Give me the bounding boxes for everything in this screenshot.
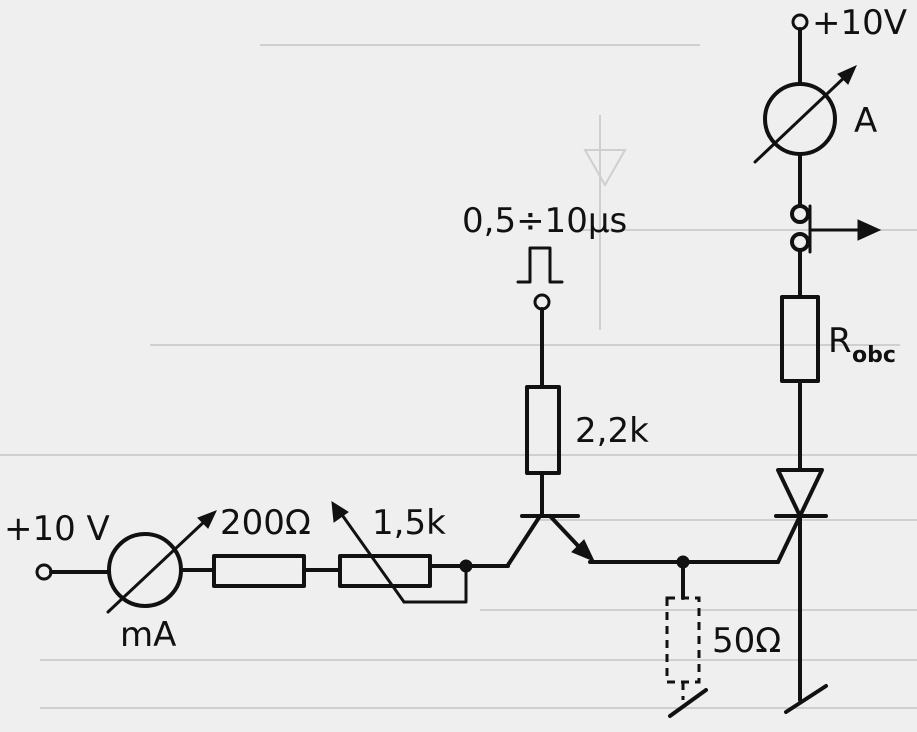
pulse-symbol-icon [516,246,564,284]
pulse-input-terminal [533,293,551,311]
milliammeter-icon [106,510,217,614]
top-supply-label: +10V [812,3,907,43]
thyristor-icon [774,468,828,518]
ground-mid-icon [668,688,708,718]
potentiometer-1-5k-label: 1,5k [372,503,446,543]
robc-label: R [828,321,852,361]
resistor-50ohm-label: 50Ω [712,621,781,661]
potentiometer-wiper-icon [331,501,468,604]
ammeter-a-label: A [854,101,877,141]
resistor-2-2k-label: 2,2k [575,411,649,451]
junction-base-node [459,559,473,573]
left-supply-label: +10 V [4,509,110,549]
pulse-width-label: 0,5÷10μs [462,201,627,241]
resistor-200ohm [212,554,306,588]
ground-right-icon [784,684,828,714]
resistor-robc [780,295,820,383]
resistor-2-2k [525,385,561,475]
transistor-icon [506,514,596,567]
potentiometer-1-5k [338,554,432,588]
wire-gate-lead [776,514,802,564]
left-supply-terminal [35,563,53,581]
resistor-200ohm-label: 200Ω [220,503,311,543]
robc-subscript: obc [852,343,896,368]
background-show-through [0,44,917,709]
ammeter-a-icon [753,65,857,164]
milliammeter-label: mA [120,615,176,655]
top-supply-terminal [791,13,809,31]
